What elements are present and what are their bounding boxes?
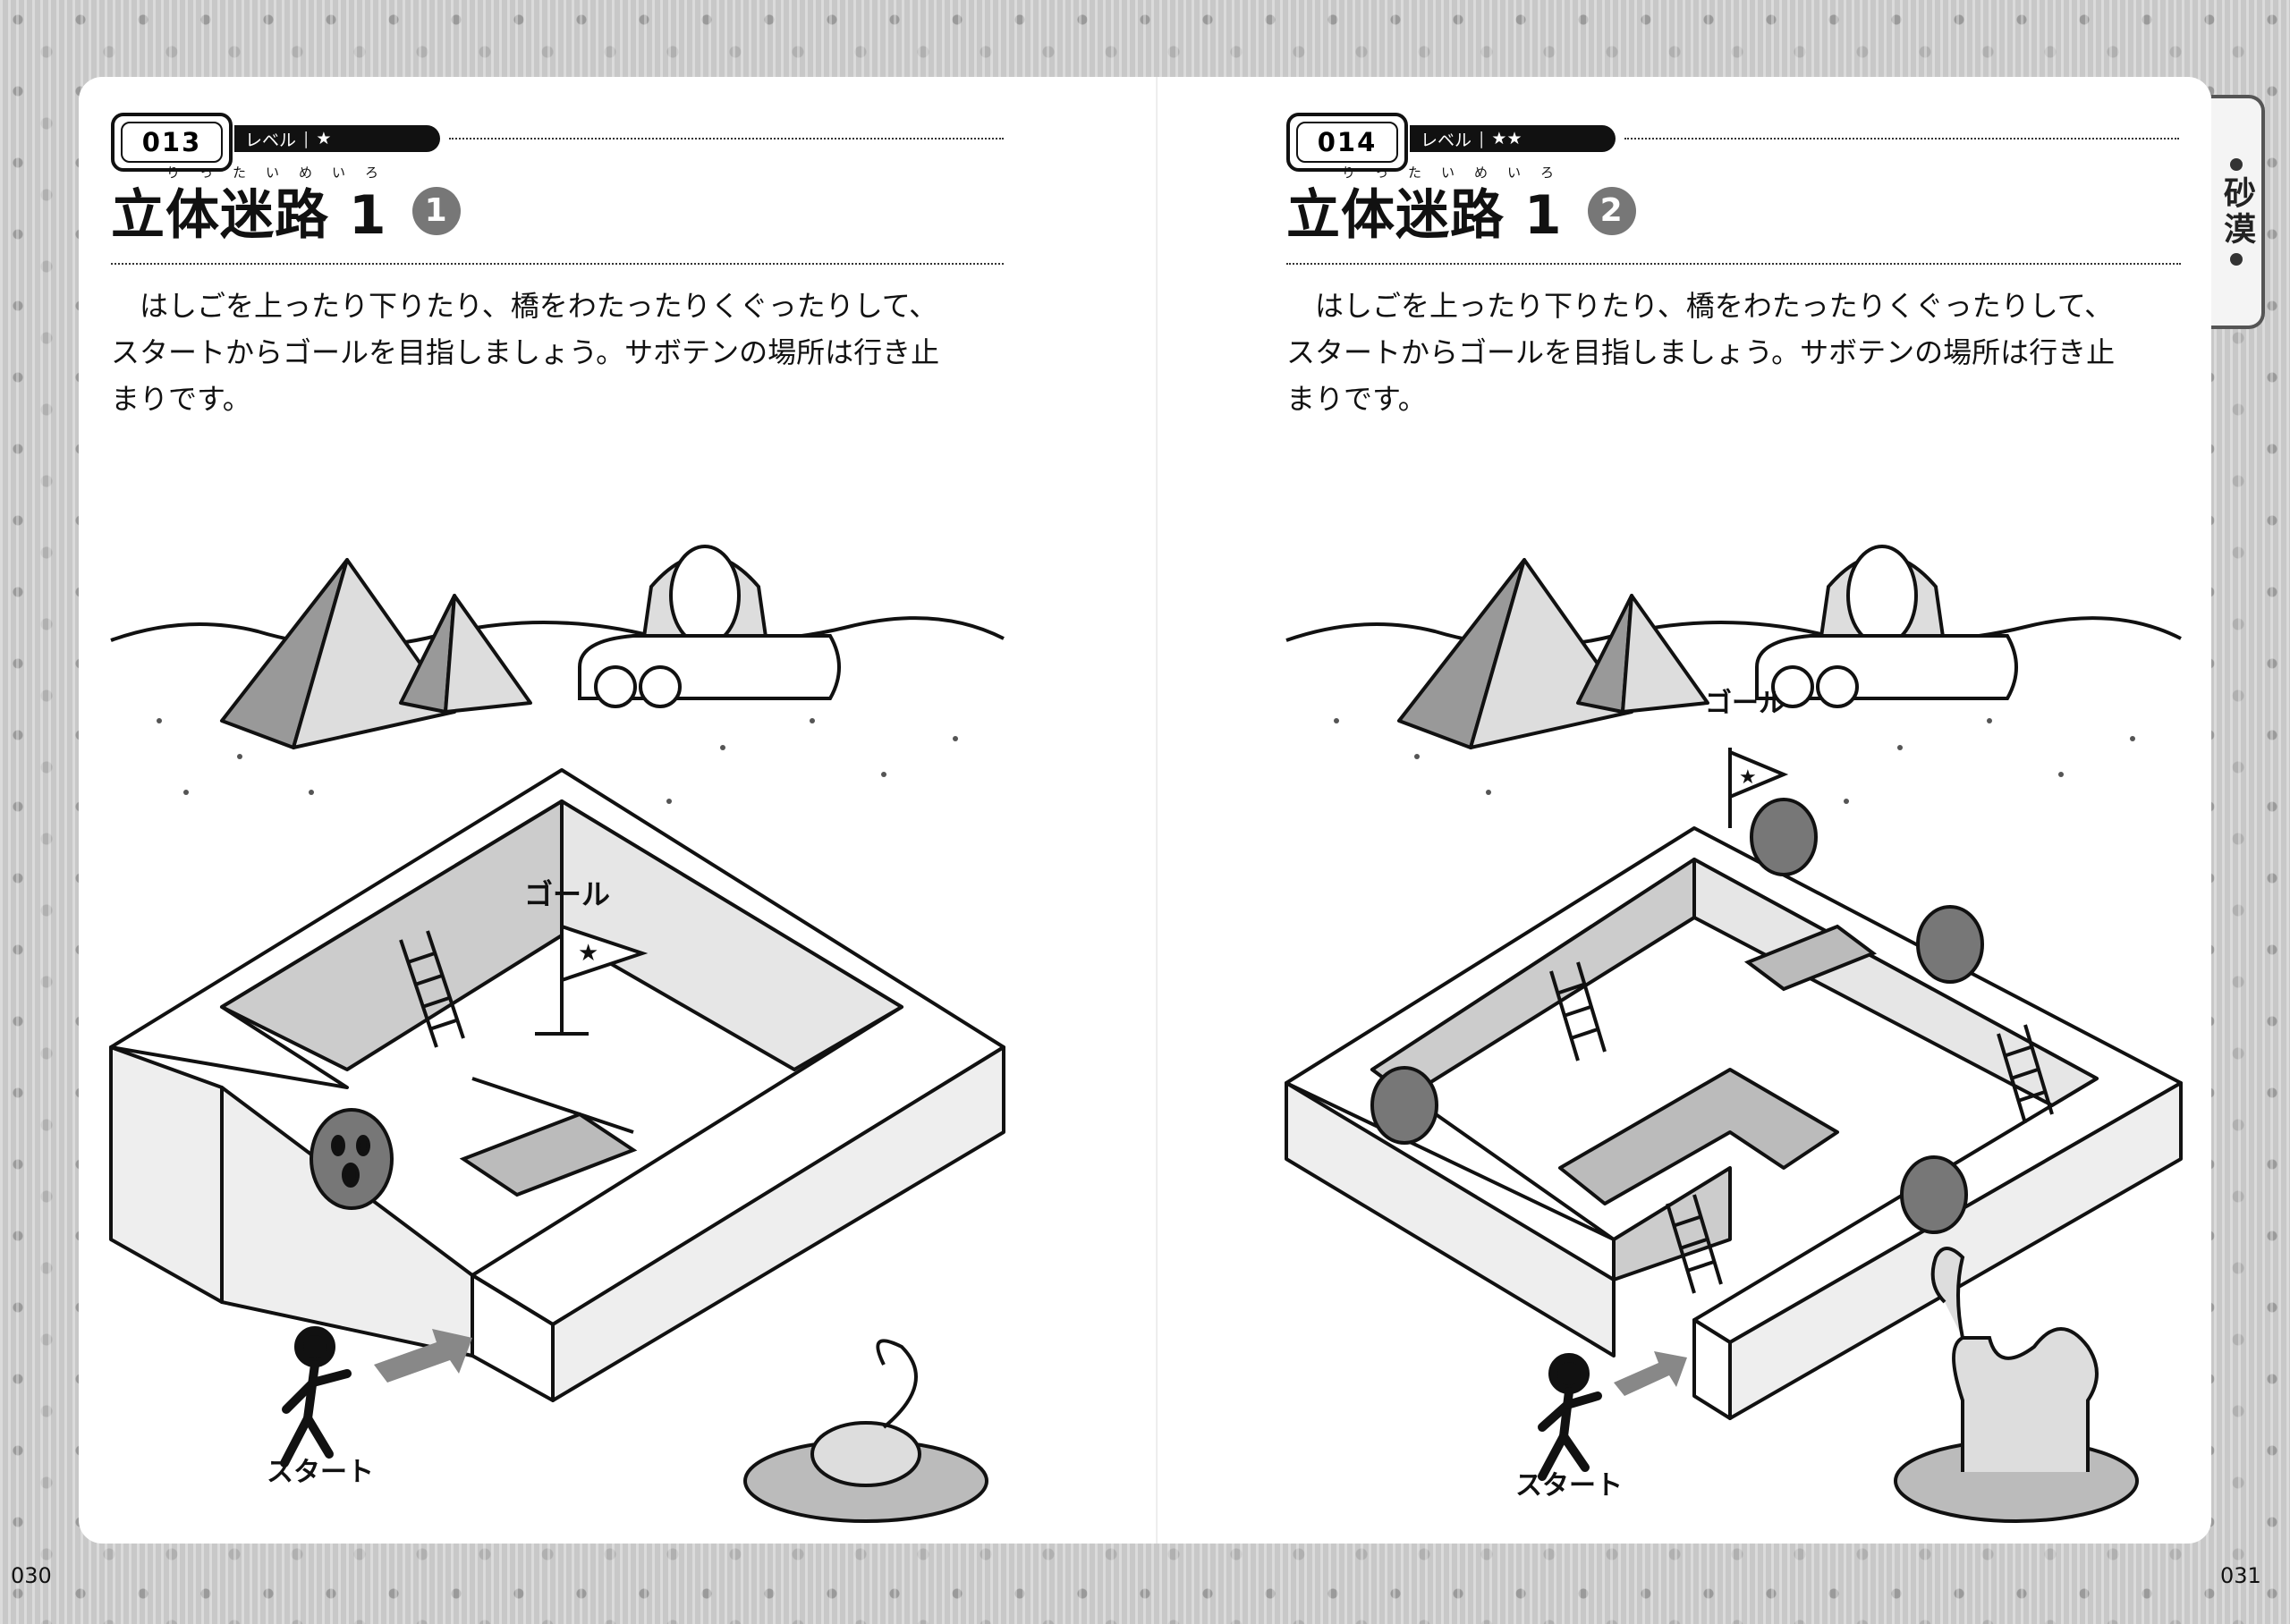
instruction-line: まりです。 bbox=[1286, 382, 1427, 416]
level-stars: ★★ bbox=[1491, 129, 1522, 148]
page-number-left: 030 bbox=[11, 1563, 52, 1588]
level-indicator: レベル | ★★ bbox=[1410, 125, 1616, 152]
page-number-right: 031 bbox=[2220, 1563, 2261, 1588]
level-stars: ★ bbox=[316, 129, 332, 148]
title-divider bbox=[1286, 263, 2181, 265]
cactus-icon bbox=[1370, 798, 1984, 1234]
right-page: 014 レベル | ★★ りったいめいろ 立体迷路 1 2 はしごを上ったり下り… bbox=[1158, 77, 2211, 1544]
ladder bbox=[1997, 1024, 2054, 1124]
instruction-line: はしごを上ったり下りたり、橋をわたったりくぐったりして、 bbox=[140, 289, 938, 323]
start-label: スタート bbox=[1515, 1470, 1623, 1501]
svg-text:★: ★ bbox=[1739, 766, 1757, 789]
page-title: 立体迷路 1 1 bbox=[111, 172, 461, 250]
puzzle-number-badge: 014 bbox=[1286, 113, 1408, 172]
puzzle-number-badge: 013 bbox=[111, 113, 233, 172]
sub-number-badge: 1 bbox=[411, 186, 461, 235]
tab-dot-icon bbox=[2230, 253, 2243, 266]
maze-illustration: ★ ゴール スタート bbox=[109, 545, 1005, 1523]
puzzle-number: 014 bbox=[1296, 122, 1398, 163]
goal-label: ゴール bbox=[524, 877, 610, 911]
sand-dots bbox=[157, 718, 958, 804]
desert-dunes bbox=[110, 616, 1005, 648]
chapter-tab-label: 砂漠 bbox=[2218, 176, 2255, 248]
instruction-line: スタートからゴールを目指しましょう。サボテンの場所は行き止 bbox=[111, 335, 940, 369]
pyramid-large bbox=[220, 558, 456, 749]
instructions: はしごを上ったり下りたり、橋をわたったりくぐったりして、 スタートからゴールを目… bbox=[1286, 283, 2190, 422]
level-indicator: レベル | ★ bbox=[234, 125, 440, 152]
title-ruby: りったいめいろ bbox=[1342, 165, 1574, 181]
rope-bridge bbox=[1743, 924, 1878, 992]
svg-text:★: ★ bbox=[578, 940, 598, 967]
stick-figure-icon bbox=[1538, 1353, 1602, 1481]
goal-label: ゴール bbox=[1705, 688, 1785, 719]
maze-illustration: ★ ゴール スタート bbox=[1285, 545, 2183, 1523]
ladder bbox=[399, 930, 465, 1048]
pyramid-small bbox=[1576, 594, 1709, 714]
sphinx bbox=[578, 545, 841, 708]
instruction-line: スタートからゴールを目指しましょう。サボテンの場所は行き止 bbox=[1286, 335, 2116, 369]
puzzle-number: 013 bbox=[121, 122, 223, 163]
level-label: レベル bbox=[245, 130, 297, 150]
title-ruby: りったいめいろ bbox=[166, 165, 399, 181]
rope-bridge bbox=[459, 1077, 638, 1197]
ladder bbox=[1666, 1194, 1723, 1294]
goal-flag-icon: ★ bbox=[535, 918, 649, 1036]
scorpion-icon bbox=[743, 1339, 988, 1523]
title-text: 立体迷路 1 bbox=[111, 184, 387, 247]
start-label: スタート bbox=[267, 1457, 374, 1488]
cactus-icon bbox=[310, 1108, 394, 1210]
camel-icon bbox=[1894, 1247, 2139, 1523]
sphinx bbox=[1755, 545, 2018, 708]
instructions: はしごを上ったり下りたり、橋をわたったりくぐったりして、 スタートからゴールを目… bbox=[111, 283, 1014, 422]
stick-figure-icon bbox=[280, 1326, 352, 1468]
header-divider bbox=[1624, 138, 2179, 140]
title-text: 立体迷路 1 bbox=[1286, 184, 1563, 247]
header-divider bbox=[449, 138, 1004, 140]
pyramid-large bbox=[1397, 558, 1633, 749]
sub-number-badge: 2 bbox=[1587, 186, 1636, 235]
sand-dots bbox=[1334, 718, 2135, 804]
puzzle-header: 014 レベル | ★★ bbox=[1286, 113, 2181, 175]
desert-dunes bbox=[1285, 616, 2182, 648]
page-title: 立体迷路 1 2 bbox=[1286, 172, 1636, 250]
goal-flag-icon: ★ bbox=[1728, 748, 1789, 828]
ladder bbox=[1549, 961, 1607, 1062]
puzzle-header: 013 レベル | ★ bbox=[111, 113, 1086, 175]
instruction-line: まりです。 bbox=[111, 382, 251, 416]
tab-dot-icon bbox=[2230, 158, 2243, 171]
pyramid-small bbox=[399, 594, 532, 714]
start-arrow-icon bbox=[1614, 1351, 1687, 1396]
instruction-line: はしごを上ったり下りたり、橋をわたったりくぐったりして、 bbox=[1315, 289, 2114, 323]
chapter-tab[interactable]: 砂漠 bbox=[2211, 95, 2265, 329]
left-page: 013 レベル | ★ りったいめいろ 立体迷路 1 1 はしごを上ったり下りた… bbox=[79, 77, 1158, 1544]
maze bbox=[109, 768, 1005, 1402]
level-label: レベル bbox=[1421, 130, 1472, 150]
title-divider bbox=[111, 263, 1004, 265]
start-arrow-icon bbox=[374, 1329, 472, 1383]
